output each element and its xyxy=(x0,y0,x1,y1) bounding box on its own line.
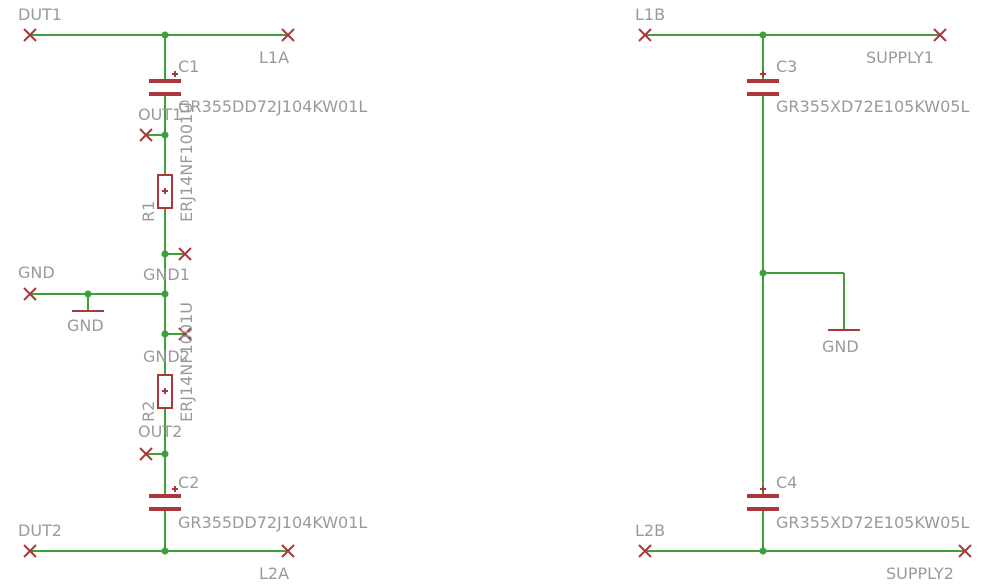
capacitor-c3[interactable] xyxy=(747,71,779,96)
port-dut1-marker[interactable] xyxy=(23,28,37,42)
label-gnd1: GND1 xyxy=(143,265,190,284)
port-out2-marker[interactable] xyxy=(139,447,153,461)
port-supply1-marker[interactable] xyxy=(933,28,947,42)
label-l1b: L1B xyxy=(635,5,665,24)
label-c3-name: C3 xyxy=(776,57,797,76)
label-c4-name: C4 xyxy=(776,473,797,492)
label-r2-name: R2 xyxy=(139,401,158,422)
label-r1-name: R1 xyxy=(139,201,158,222)
label-c1-name: C1 xyxy=(178,57,199,76)
port-gnd2-marker[interactable] xyxy=(178,327,192,341)
label-r2-value: ERJ14NF1001U xyxy=(177,302,196,422)
label-gnd-symbol-left: GND xyxy=(67,316,104,335)
label-c3-value: GR355XD72E105KW05L xyxy=(776,97,969,116)
label-gnd-symbol-right: GND xyxy=(822,337,859,356)
label-l2b: L2B xyxy=(635,521,665,540)
capacitor-c4[interactable] xyxy=(747,486,779,511)
port-l1b-marker[interactable] xyxy=(638,28,652,42)
label-c2-value: GR355DD72J104KW01L xyxy=(178,513,367,532)
port-supply2-marker[interactable] xyxy=(958,544,972,558)
right-circuit-wires xyxy=(645,34,965,552)
label-supply1: SUPPLY1 xyxy=(866,48,934,67)
label-l2a: L2A xyxy=(259,564,289,583)
label-supply2: SUPPLY2 xyxy=(886,564,954,583)
label-gnd2: GND2 xyxy=(143,347,190,366)
label-l1a: L1A xyxy=(259,48,289,67)
port-l2a-marker[interactable] xyxy=(281,544,295,558)
port-l1a-marker[interactable] xyxy=(281,28,295,42)
port-gnd1-marker[interactable] xyxy=(178,247,192,261)
port-l2b-marker[interactable] xyxy=(638,544,652,558)
port-dut2-marker[interactable] xyxy=(23,544,37,558)
label-dut2: DUT2 xyxy=(18,521,62,540)
capacitor-c1[interactable] xyxy=(149,71,181,96)
resistor-r2[interactable] xyxy=(157,374,173,409)
label-c1-value: GR355DD72J104KW01L xyxy=(178,97,367,116)
capacitor-c2[interactable] xyxy=(149,486,181,511)
label-out2: OUT2 xyxy=(138,422,182,441)
port-gnd-marker[interactable] xyxy=(23,287,37,301)
port-out1-marker[interactable] xyxy=(139,128,153,142)
label-gnd-port: GND xyxy=(18,263,55,282)
label-c2-name: C2 xyxy=(178,473,199,492)
junctions xyxy=(84,31,767,555)
label-dut1: DUT1 xyxy=(18,5,62,24)
resistor-r1[interactable] xyxy=(157,174,173,209)
label-r1-value: ERJ14NF1001U xyxy=(177,102,196,222)
label-c4-value: GR355XD72E105KW05L xyxy=(776,513,969,532)
label-out1: OUT1 xyxy=(138,105,182,124)
